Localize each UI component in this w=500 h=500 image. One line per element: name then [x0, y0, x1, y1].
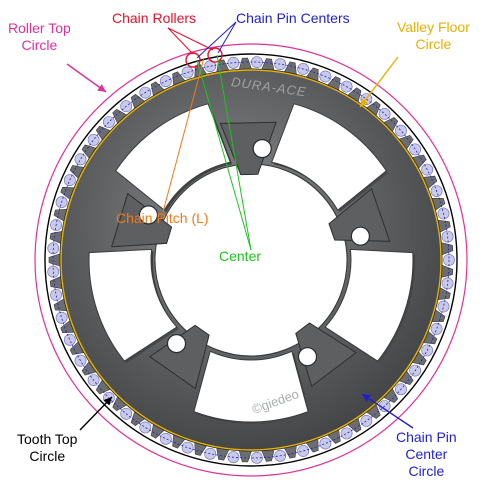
chain-roller: [74, 153, 87, 166]
label-chain-rollers: Chain Rollers: [112, 10, 197, 26]
chain-roller: [319, 437, 332, 450]
arrow-valley-floor-shaft: [359, 56, 399, 108]
label-roller-top-circle-line2: Circle: [21, 37, 58, 53]
tooth-top-circle: [44, 53, 458, 467]
label-chain-pin-centers: Chain Pin Centers: [236, 10, 350, 26]
chain-roller: [159, 432, 172, 445]
label-roller-top-circle: Roller Top Circle: [8, 20, 71, 54]
arrow-valley-floor-head: [360, 98, 368, 107]
chain-roller: [103, 116, 115, 128]
chain-roller: [50, 289, 62, 301]
pocket-cutout: [115, 103, 231, 211]
label-tooth-top-circle-line1: Tooth Top: [17, 431, 78, 447]
pointer-center-2: [216, 54, 252, 251]
pointer-chain-pin-centers-2: [217, 21, 237, 54]
arrow-pin-center-head: [362, 394, 371, 402]
label-chain-pin-center-circle: Chain Pin Center Circle: [396, 429, 457, 480]
bolt-hole: [297, 347, 318, 367]
roller-top-circle: [34, 43, 468, 477]
chain-roller: [437, 300, 450, 313]
pointer-center-1: [196, 59, 252, 251]
chain-roller: [87, 133, 100, 146]
pointer-chain-pin-centers-1: [196, 21, 237, 59]
chain-roller: [181, 441, 194, 454]
label-center: Center: [219, 248, 262, 264]
chain-roller: [340, 427, 353, 440]
chain-roller: [63, 174, 76, 187]
chain-roller: [139, 421, 152, 434]
spider-tab: [219, 121, 277, 176]
chain-roller: [409, 143, 422, 156]
label-tooth-top-circle: Tooth Top Circle: [17, 431, 77, 465]
arrow-roller-top-shaft: [66, 63, 107, 93]
label-valley-floor-circle-line1: Valley Floor: [397, 19, 470, 35]
chain-roller: [63, 333, 76, 346]
chain-roller: [274, 58, 287, 71]
chainring-pockets: [88, 103, 415, 424]
spider-tab: [148, 324, 210, 390]
chain-roller: [250, 56, 263, 68]
chain-roller: [441, 277, 454, 290]
chain-roller: [47, 265, 60, 278]
label-chain-pin-center-circle-line3: Circle: [408, 463, 445, 479]
label-roller-top-circle-line1: Roller Top: [8, 20, 71, 36]
label-valley-floor-circle-line2: Circle: [415, 36, 452, 52]
chain-pin-center-circle: [52, 61, 450, 459]
arrow-tooth-top-head: [103, 397, 112, 406]
pointer-chain-rollers-1: [167, 27, 194, 55]
bolt-hole: [350, 226, 370, 246]
pocket-cutout: [324, 248, 414, 362]
spider-tab: [295, 322, 357, 388]
pocket-cutout: [88, 248, 178, 362]
bolt-hole: [138, 205, 159, 225]
chain-roller: [378, 108, 391, 120]
chain-roller: [395, 124, 407, 137]
bolt-hole: [166, 334, 187, 354]
chain-roller: [360, 414, 373, 427]
chain-roller: [227, 56, 240, 69]
spider-tab: [328, 187, 391, 242]
chain-roller: [430, 322, 443, 335]
bolt-holes: [138, 139, 370, 367]
pointer-chain-pitch: [162, 57, 205, 213]
pocket-cutout: [193, 350, 309, 423]
valley-floor-circle: [60, 69, 442, 451]
arrow-pin-center-shaft: [361, 393, 414, 429]
annotation-arrows: [66, 56, 414, 431]
label-chain-pin-center-circle-line1: Chain Pin: [396, 429, 457, 445]
chain-roller: [55, 311, 68, 324]
pocket-cutout: [271, 103, 387, 211]
label-chain-pitch: Chain Pitch (L): [116, 210, 209, 226]
arrow-roller-top-head: [97, 84, 106, 92]
label-valley-floor-circle: Valley Floor Circle: [397, 19, 470, 53]
label-chain-pin-center-circle-line2: Center: [405, 446, 448, 462]
bolt-hole: [252, 139, 272, 159]
highlight-roller-right: [207, 47, 223, 63]
highlight-roller-left: [185, 52, 201, 68]
pointer-chain-rollers-2: [167, 27, 214, 51]
chain-roller: [297, 445, 310, 457]
label-tooth-top-circle-line2: Circle: [29, 448, 66, 464]
